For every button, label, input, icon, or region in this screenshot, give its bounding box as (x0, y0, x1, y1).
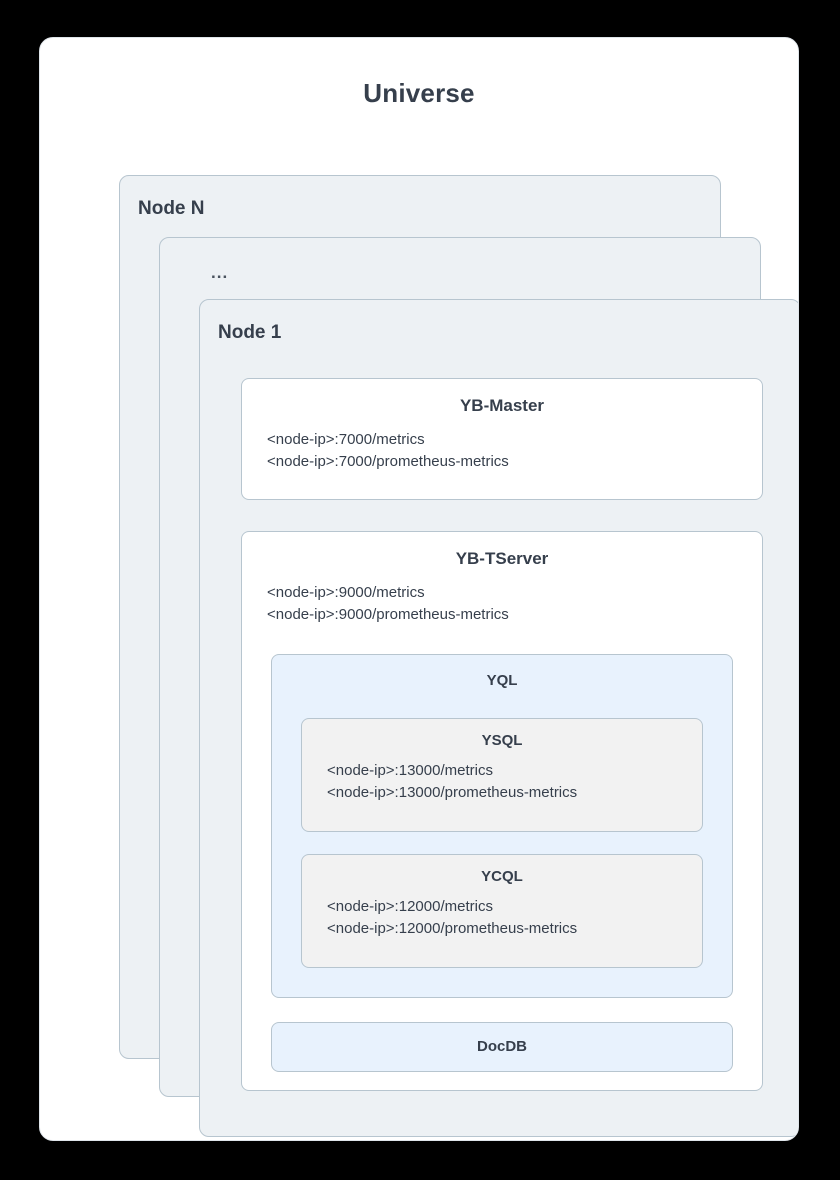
yb-tserver-title: YB-TServer (455, 549, 549, 568)
docdb-box: DocDB (271, 1022, 733, 1072)
universe-title: Universe (363, 78, 475, 108)
yb-master-title: YB-Master (459, 396, 545, 415)
yql-title: YQL (486, 672, 518, 689)
node-ellipsis-label: ... (211, 263, 229, 282)
node-card-node-1: Node 1 YB-Master <node-ip>:7000/metrics … (199, 299, 798, 1137)
node-n-label: Node N (138, 198, 205, 219)
ysql-box: YSQL <node-ip>:13000/metrics <node-ip>:1… (301, 718, 703, 832)
yb-master-endpoint-metrics: <node-ip>:7000/metrics (267, 431, 425, 448)
yb-master-endpoint-prometheus: <node-ip>:7000/prometheus-metrics (267, 453, 509, 471)
yb-tserver-endpoint-prometheus: <node-ip>:9000/prometheus-metrics (267, 606, 509, 624)
ycql-box: YCQL <node-ip>:12000/metrics <node-ip>:1… (301, 854, 703, 968)
ycql-endpoints: <node-ip>:12000/metrics <node-ip>:12000/… (327, 896, 702, 940)
yb-master-endpoints: <node-ip>:7000/metrics <node-ip>:7000/pr… (267, 429, 762, 473)
universe-diagram-canvas: Universe Node N ... Node 1 YB-Master <no… (39, 37, 799, 1141)
ycql-endpoint-prometheus: <node-ip>:12000/prometheus-metrics (327, 920, 578, 938)
yb-tserver-endpoint-metrics: <node-ip>:9000/metrics (267, 584, 425, 601)
ysql-endpoint-prometheus: <node-ip>:13000/prometheus-metrics (327, 784, 578, 802)
docdb-title: DocDB (476, 1038, 527, 1055)
ysql-endpoints: <node-ip>:13000/metrics <node-ip>:13000/… (327, 760, 702, 804)
yb-master-box: YB-Master <node-ip>:7000/metrics <node-i… (241, 378, 763, 500)
yb-tserver-endpoints: <node-ip>:9000/metrics <node-ip>:9000/pr… (267, 582, 762, 626)
node-1-label: Node 1 (218, 322, 282, 343)
ycql-title: YCQL (481, 868, 523, 885)
ysql-endpoint-metrics: <node-ip>:13000/metrics (327, 762, 493, 779)
ycql-endpoint-metrics: <node-ip>:12000/metrics (327, 898, 493, 915)
ysql-title: YSQL (481, 732, 523, 749)
